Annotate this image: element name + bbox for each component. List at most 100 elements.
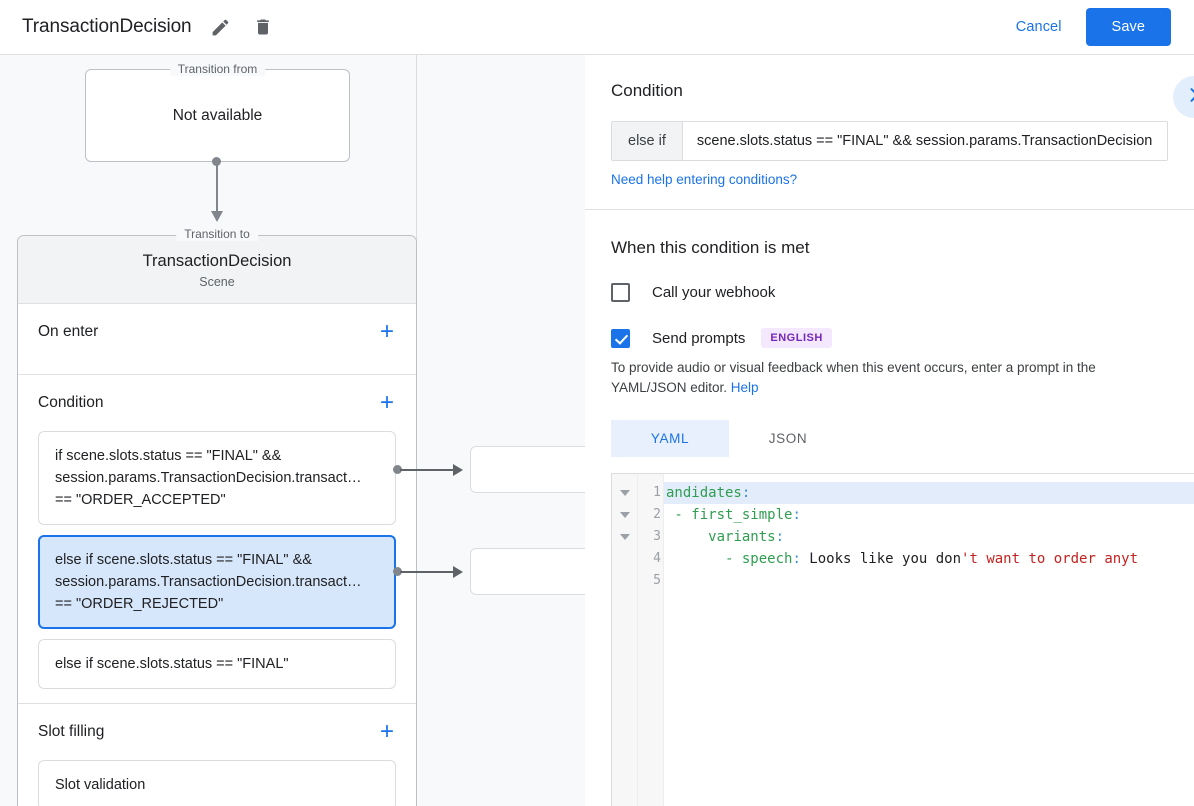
transition-to-title: TransactionDecision bbox=[142, 252, 292, 270]
triangle-down-icon bbox=[619, 490, 630, 496]
line-number: 4 bbox=[653, 551, 661, 566]
section-on-enter-header: On enter + bbox=[38, 304, 396, 360]
edit-name-button[interactable] bbox=[206, 12, 236, 42]
section-slot-filling-title: Slot filling bbox=[38, 723, 105, 740]
save-button[interactable]: Save bbox=[1085, 8, 1171, 46]
editor-line-numbers: 1 2 3 4 5 bbox=[638, 474, 664, 806]
fold-toggle-line-5 bbox=[612, 570, 637, 592]
code-token: first_simple bbox=[691, 507, 793, 523]
transition-to-subtitle: Scene bbox=[199, 275, 235, 289]
code-token: : bbox=[775, 529, 785, 545]
trash-icon bbox=[253, 17, 273, 37]
code-token: - bbox=[666, 507, 692, 523]
section-slot-filling-header: Slot filling + bbox=[38, 704, 396, 760]
code-token: : bbox=[792, 507, 801, 523]
transition-to-legend: Transition to bbox=[176, 227, 258, 241]
section-slot-filling: Slot filling + Slot validation bbox=[18, 704, 416, 806]
code-token: variants bbox=[708, 529, 776, 545]
code-token bbox=[666, 529, 708, 545]
code-line: - speech: Looks like you don't want to o… bbox=[664, 548, 1194, 570]
code-token: - bbox=[666, 551, 742, 567]
transition-to-node: TransactionDecision Scene On enter + Con… bbox=[17, 235, 417, 806]
transition-from-value: Not available bbox=[172, 106, 263, 124]
code-token: : bbox=[792, 551, 801, 567]
send-prompts-row[interactable]: Send prompts ENGLISH bbox=[611, 320, 1168, 356]
code-token: andidates bbox=[666, 485, 742, 501]
code-token: Looks like you don bbox=[800, 551, 962, 567]
triangle-down-icon bbox=[619, 512, 630, 518]
call-webhook-row[interactable]: Call your webhook bbox=[611, 274, 1168, 310]
condition-input-row: else if bbox=[611, 121, 1168, 161]
panel-divider bbox=[585, 209, 1194, 210]
condition-item-accepted[interactable]: if scene.slots.status == "FINAL" && sess… bbox=[38, 431, 396, 525]
transition-from-node[interactable]: Transition from Not available bbox=[85, 62, 350, 162]
editor-code-area[interactable]: andidates: - first_simple: variants: - s… bbox=[664, 474, 1194, 806]
fold-toggle-line-1[interactable] bbox=[612, 482, 637, 504]
pencil-icon bbox=[210, 17, 231, 38]
code-line bbox=[664, 570, 1194, 592]
code-line: - first_simple: bbox=[664, 504, 1194, 526]
editor-format-tabs: YAML JSON bbox=[611, 420, 1168, 457]
transition-to-header[interactable]: TransactionDecision Scene bbox=[18, 236, 416, 304]
call-webhook-label: Call your webhook bbox=[652, 283, 776, 301]
add-condition-button[interactable]: + bbox=[379, 389, 394, 416]
condition-accepted-out-line bbox=[400, 469, 455, 471]
send-prompts-checkbox[interactable] bbox=[611, 328, 630, 348]
when-condition-met-block: When this condition is met Call your web… bbox=[585, 210, 1194, 457]
condition-rejected-target-box[interactable] bbox=[470, 548, 585, 595]
line-number: 5 bbox=[653, 573, 661, 588]
edge-arrow-head bbox=[211, 211, 223, 222]
delete-button[interactable] bbox=[248, 12, 278, 42]
send-prompts-label: Send prompts bbox=[652, 329, 746, 347]
tab-yaml[interactable]: YAML bbox=[611, 420, 729, 457]
fold-toggle-line-2[interactable] bbox=[612, 504, 637, 526]
code-token: : bbox=[741, 485, 751, 501]
prompts-hint-text: To provide audio or visual feedback when… bbox=[611, 358, 1168, 398]
section-condition-title: Condition bbox=[38, 394, 104, 411]
line-number: 3 bbox=[653, 529, 661, 544]
code-token: speech bbox=[741, 551, 793, 567]
need-help-link[interactable]: Need help entering conditions? bbox=[611, 172, 798, 187]
condition-rejected-out-dot bbox=[393, 567, 402, 576]
fold-toggle-line-3[interactable] bbox=[612, 526, 637, 548]
code-line: variants: bbox=[664, 526, 1194, 548]
section-on-enter-title: On enter bbox=[38, 323, 99, 340]
prompts-help-link[interactable]: Help bbox=[730, 380, 759, 395]
fold-toggle-line-4 bbox=[612, 548, 637, 570]
condition-heading: Condition bbox=[611, 81, 683, 100]
cancel-button[interactable]: Cancel bbox=[1004, 10, 1074, 44]
edge-vertical-line bbox=[216, 161, 218, 213]
condition-editor-block: Condition else if Need help entering con… bbox=[585, 55, 1194, 209]
yaml-code-editor[interactable]: 1 2 3 4 5 andidates: - first_simple: var… bbox=[611, 473, 1194, 806]
condition-prefix-label: else if bbox=[612, 122, 683, 160]
top-header-bar: TransactionDecision Cancel Save bbox=[0, 0, 1194, 55]
prompts-hint-body: To provide audio or visual feedback when… bbox=[611, 360, 1096, 395]
code-token: 't want to order anyt bbox=[961, 551, 1139, 567]
call-webhook-checkbox[interactable] bbox=[611, 282, 630, 302]
condition-rejected-out-line bbox=[400, 571, 455, 573]
condition-accepted-target-box[interactable] bbox=[470, 446, 585, 493]
line-number: 2 bbox=[653, 507, 661, 522]
condition-accepted-out-dot bbox=[393, 465, 402, 474]
page-title: TransactionDecision bbox=[22, 16, 192, 37]
slot-validation-item[interactable]: Slot validation bbox=[38, 760, 396, 806]
add-slot-filling-button[interactable]: + bbox=[379, 718, 394, 745]
condition-item-rejected[interactable]: else if scene.slots.status == "FINAL" &&… bbox=[38, 535, 396, 629]
condition-item-final[interactable]: else if scene.slots.status == "FINAL" bbox=[38, 639, 396, 689]
scene-graph-panel: Transition from Not available Transition… bbox=[0, 55, 585, 806]
section-condition-header: Condition + bbox=[38, 375, 396, 431]
tab-json[interactable]: JSON bbox=[768, 431, 808, 446]
add-on-enter-button[interactable]: + bbox=[379, 318, 394, 345]
section-condition: Condition + if scene.slots.status == "FI… bbox=[18, 375, 416, 704]
editor-fold-gutter bbox=[612, 474, 638, 806]
collapse-panel-button[interactable] bbox=[1173, 76, 1194, 118]
transition-from-legend: Transition from bbox=[169, 62, 266, 76]
line-number: 1 bbox=[653, 485, 661, 500]
language-badge: ENGLISH bbox=[761, 328, 832, 348]
condition-expression-input[interactable] bbox=[682, 122, 1167, 160]
condition-accepted-out-arrow bbox=[453, 464, 463, 476]
triangle-down-icon bbox=[619, 534, 630, 540]
code-line: andidates: bbox=[664, 482, 1194, 504]
chevron-right-icon bbox=[1184, 85, 1194, 110]
section-on-enter: On enter + bbox=[18, 304, 416, 375]
